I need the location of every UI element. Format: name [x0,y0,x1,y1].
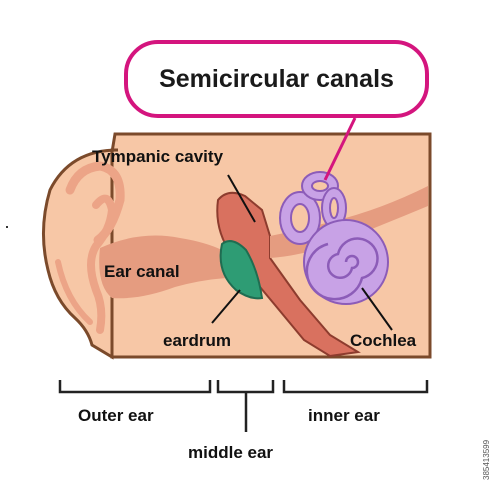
cochlea-label: Cochlea [350,331,417,350]
semicircular-canals-label: Semicircular canals [159,64,394,93]
semicircular-canals-callout: Semicircular canals [124,40,429,118]
eardrum-shape [219,240,264,300]
stray-dot [6,226,8,228]
inner-ear-label: inner ear [308,406,380,425]
tympanic-cavity-label: Tympanic cavity [92,147,224,166]
outer-ear-bracket [58,380,212,394]
pinna-lobe-shade [55,259,93,325]
middle-ear-label: middle ear [188,443,274,462]
eardrum-pointer [211,289,241,324]
inner-ear-bracket [282,380,429,394]
stock-id-text: 385413599 [482,439,491,480]
tympanic-cavity-pointer [227,174,256,223]
pinna-fold-inner [87,194,117,334]
ear-canal-label: Ear canal [104,262,180,281]
stock-id: 385413599 [482,420,496,480]
eardrum-label: eardrum [163,331,232,350]
ear-canal-shape [99,235,226,299]
cochlea-pointer [361,287,393,331]
outer-ear-label: Outer ear [78,406,154,425]
callout-pointer [323,117,357,181]
tympanic-tube [216,191,361,358]
middle-ear-bracket [216,380,275,432]
cochlea-shape [303,219,389,305]
